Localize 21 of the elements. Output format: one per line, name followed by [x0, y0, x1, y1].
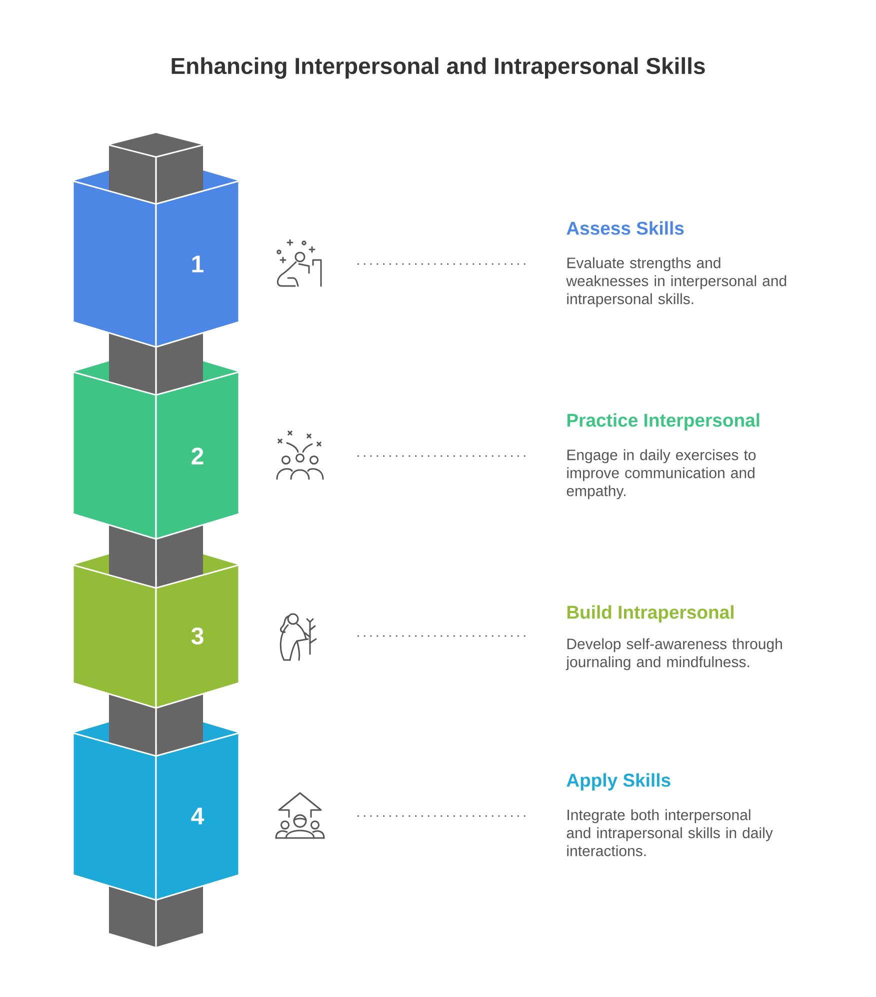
- step-heading: Apply Skills: [566, 773, 670, 790]
- people-celebrating-icon: [276, 430, 324, 480]
- cube-block: 4: [72, 722, 240, 901]
- step-description: Develop self-awareness through journaling and mindfulness.: [566, 638, 782, 670]
- step-heading: Assess Skills: [566, 221, 684, 235]
- person-with-plant-icon: [280, 613, 317, 661]
- node-label: 1: [192, 256, 204, 272]
- step-description: Evaluate strengths and weaknesses in interpersonal and intrapersonal skills.: [566, 257, 786, 308]
- node-label: 4: [191, 808, 204, 824]
- cube-block: 1: [72, 170, 240, 348]
- step-heading: Practice Interpersonal: [567, 413, 760, 430]
- person-at-desk-icon: [276, 239, 322, 287]
- cube-block: 2: [72, 361, 240, 540]
- cube-block: 3: [72, 554, 240, 709]
- step-heading: Build Intrapersonal: [567, 605, 734, 622]
- group-with-up-arrow-icon: [275, 792, 325, 839]
- node-label: 2: [192, 448, 204, 464]
- step-description: Integrate both interpersonal and intrapersonal skills in daily interactions.: [566, 809, 773, 856]
- node-label: 3: [191, 628, 204, 645]
- step-description: Engage in daily exercises to improve communication and empathy.: [566, 449, 756, 500]
- title: Enhancing Interpersonal and Intrapersonal Skills: [172, 57, 705, 79]
